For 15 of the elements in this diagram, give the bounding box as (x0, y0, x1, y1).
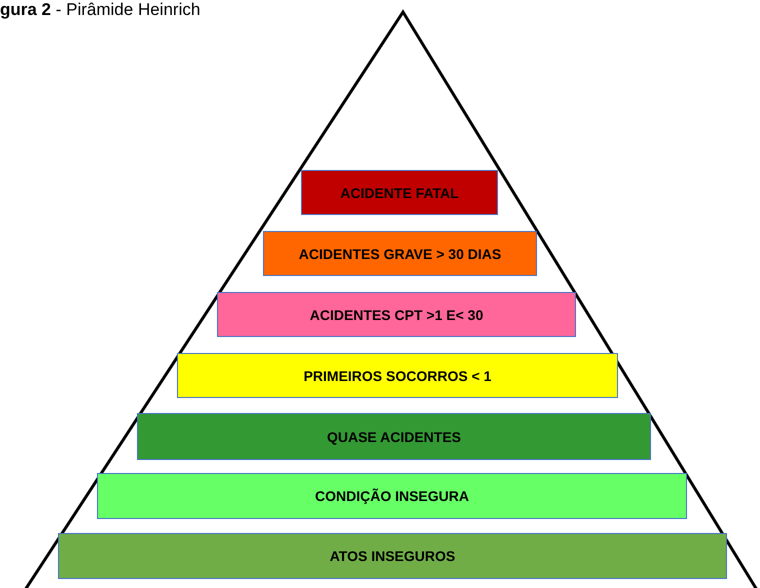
pyramid-level-bar (301, 170, 498, 215)
pyramid-level-bar (137, 413, 651, 460)
pyramid-level-bar (217, 292, 576, 337)
pyramid-level-bar (58, 533, 727, 579)
pyramid-level-bar (263, 231, 537, 276)
level-label: ATOS INSEGUROS (330, 548, 456, 564)
level-label: ACIDENTES GRAVE > 30 DIAS (298, 246, 502, 262)
figure-title: gura 2 - Pirâmide Heinrich (0, 0, 200, 20)
pyramid-level-bar (97, 473, 687, 519)
level-label: ACIDENTE FATAL (340, 184, 459, 200)
level-label: ACIDENTES CPT >1 E< 30 (310, 306, 484, 322)
pyramid-level-bar (177, 353, 618, 398)
level-label: CONDIÇÃO INSEGURA (314, 488, 469, 504)
level-label: QUASE ACIDENTES (326, 428, 462, 444)
level-label: PRIMEIROS SOCORROS < 1 (304, 368, 492, 384)
